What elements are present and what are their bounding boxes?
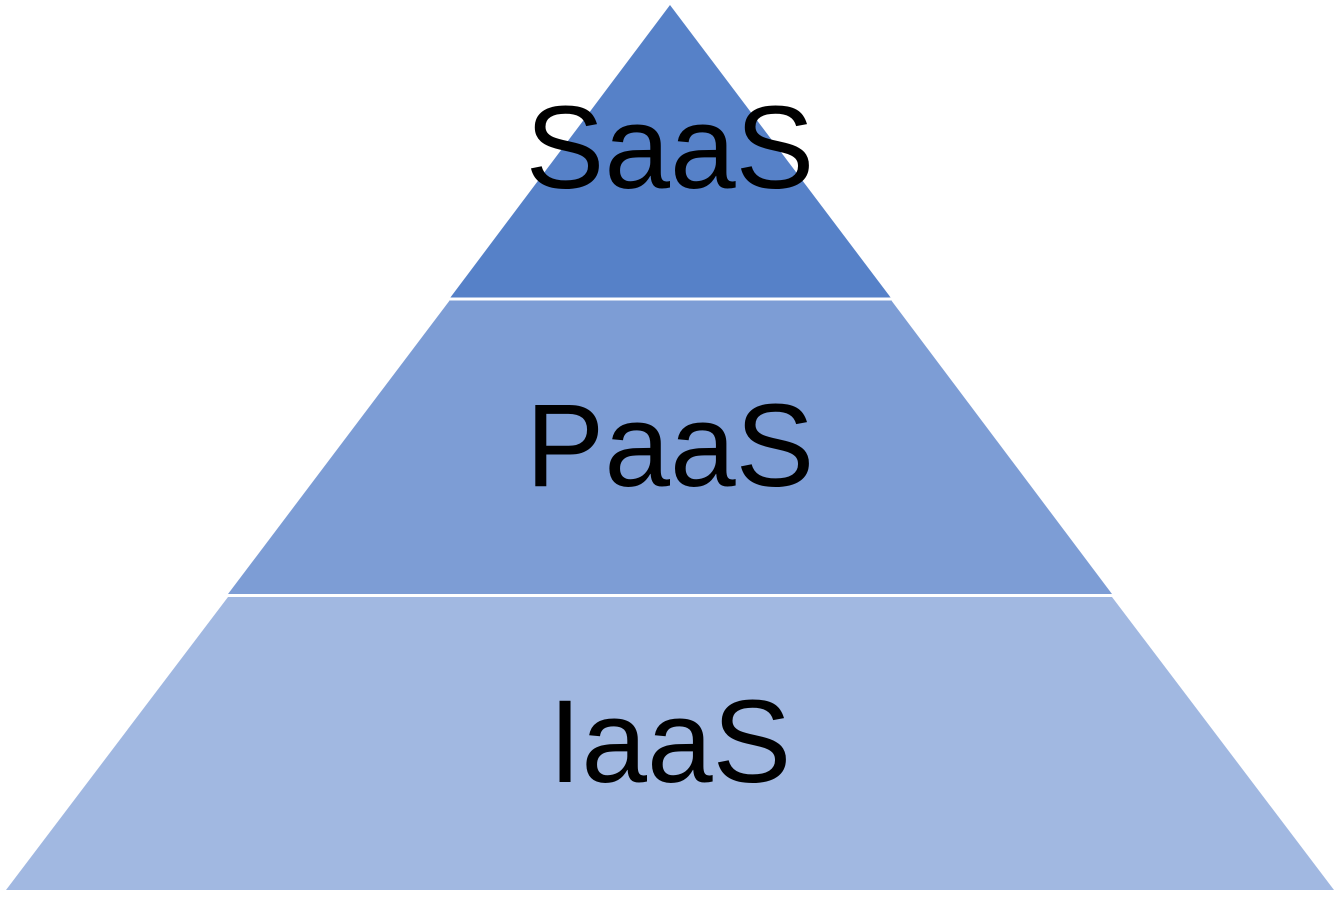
tier-label-saas: SaaS (526, 82, 815, 214)
tier-paas (228, 300, 1112, 594)
tier-label-paas: PaaS (526, 380, 815, 512)
tier-iaas (6, 597, 1334, 890)
tier-saas (450, 5, 891, 298)
tier-label-iaas: IaaS (549, 676, 792, 808)
